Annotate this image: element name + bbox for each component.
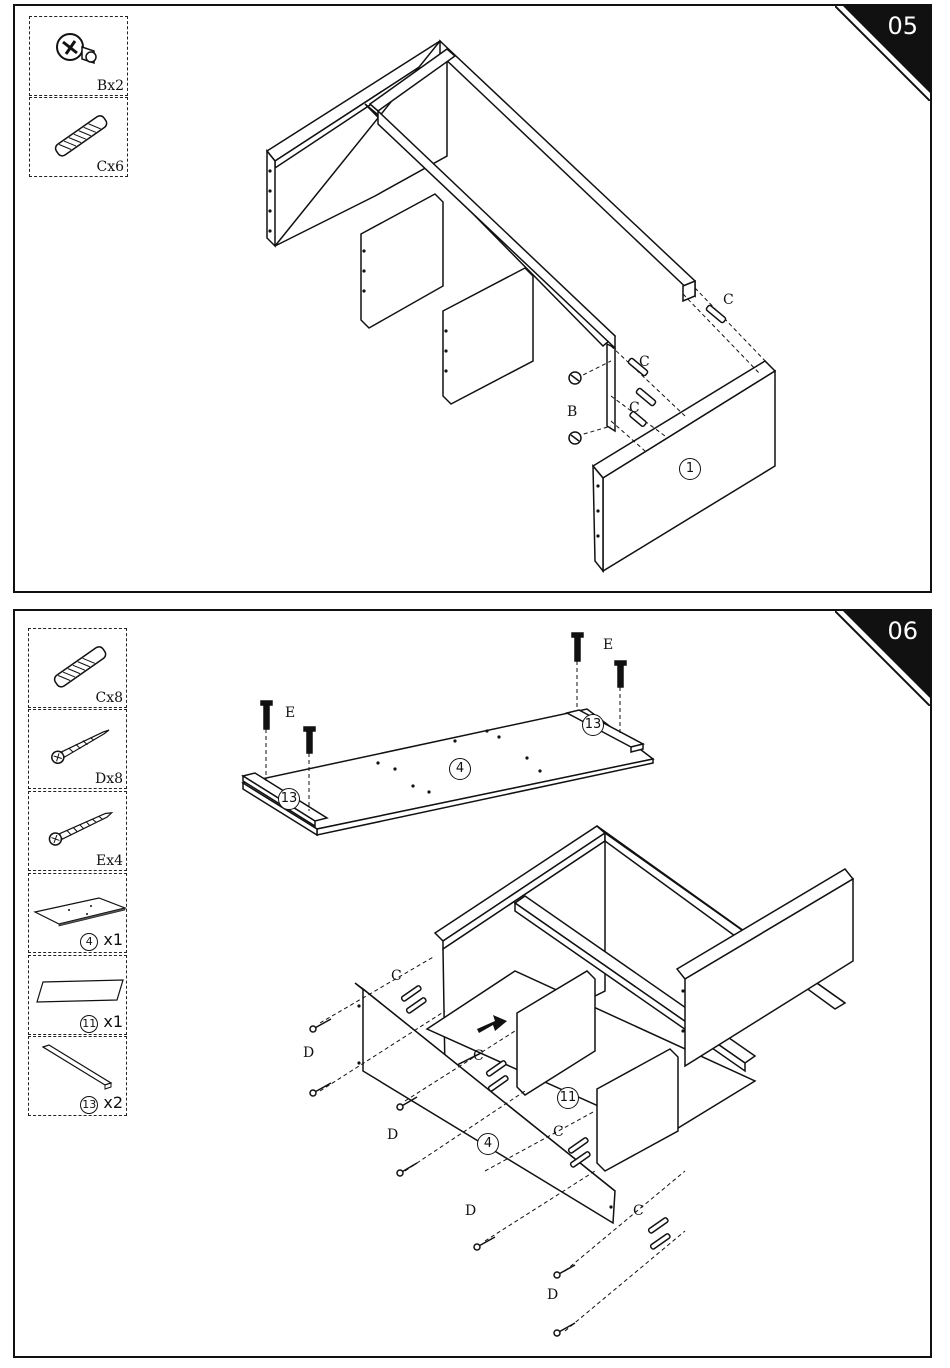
screw-label: D <box>387 1127 398 1143</box>
screw-label: D <box>303 1045 314 1061</box>
step-06-panel: 06 Cx8 Dx8 <box>13 609 932 1358</box>
dowel-label: C <box>723 292 734 308</box>
step-05-panel: 05 Bx2 Cx6 <box>13 4 932 593</box>
part-number-4: 4 <box>449 758 471 780</box>
dowel-label: C <box>639 354 650 370</box>
screw-label: E <box>285 705 295 721</box>
part-number-13: 13 <box>278 788 300 810</box>
step-06-assembly-drawing <box>15 611 932 1358</box>
part-number-11: 11 <box>557 1087 579 1109</box>
dowel-label: C <box>553 1124 564 1140</box>
dowel-label: C <box>391 968 402 984</box>
part-number-4: 4 <box>477 1133 499 1155</box>
dowel-label: C <box>473 1048 484 1064</box>
screw-label: D <box>547 1287 558 1303</box>
screw-label: D <box>465 1203 476 1219</box>
dowel-label: C <box>633 1203 644 1219</box>
part-number-13: 13 <box>582 714 604 736</box>
step-05-assembly-drawing <box>15 6 932 593</box>
screw-label: E <box>603 637 613 653</box>
dowel-label: C <box>629 400 640 416</box>
part-number-1: 1 <box>679 458 701 480</box>
cam-lock-label: B <box>567 404 577 420</box>
